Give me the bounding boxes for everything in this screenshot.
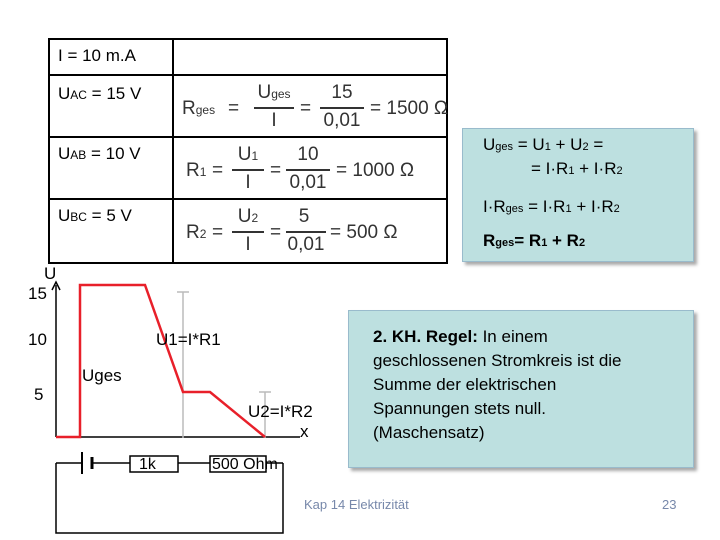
fraction-numerator: 15 bbox=[331, 82, 353, 103]
formula-rges: Rges = Uges I = 15 0,01 = 1500 Ω bbox=[174, 76, 449, 136]
y-axis-arrow bbox=[51, 280, 61, 291]
table-cell: I = 10 m.A bbox=[50, 40, 174, 74]
table-cell: UBC = 5 V bbox=[50, 200, 174, 262]
fraction-bar bbox=[286, 231, 326, 233]
voltage-curve bbox=[56, 283, 266, 439]
rule-line: 2. KH. Regel: In einem bbox=[373, 327, 548, 346]
fraction-denominator: I bbox=[245, 234, 251, 255]
resistor-2-label: 500 Ohm bbox=[212, 456, 278, 473]
formula-lhs: Rges bbox=[182, 98, 216, 119]
voltage-ac-label: UAC = 15 V bbox=[58, 84, 142, 103]
fraction-denominator: I bbox=[245, 172, 251, 193]
formula-r2: R2 = U2 I = 5 0,01 = 500 Ω bbox=[174, 200, 446, 262]
equation-line-result: Rges= R1 + R2 bbox=[483, 231, 586, 250]
voltage-bc-label: UBC = 5 V bbox=[58, 206, 132, 225]
fraction-bar bbox=[232, 169, 264, 171]
fraction-denominator: 0,01 bbox=[323, 110, 361, 131]
equals-sign: = bbox=[212, 222, 224, 243]
equation-line: Uges = U1 + U2 = bbox=[483, 135, 604, 154]
fraction-bar bbox=[232, 231, 264, 233]
kirchhoff-rule-box: 2. KH. Regel: In einem geschlossenen Str… bbox=[348, 310, 694, 468]
rule-line: Spannungen stets null. bbox=[373, 399, 546, 418]
fraction-numerator: 5 bbox=[298, 206, 310, 227]
series-resistance-box: Uges = U1 + U2 = = I·R1 + I·R2 I·Rges = … bbox=[462, 128, 694, 262]
formula-table: I = 10 m.A UAC = 15 V Rges = Uges I = 15… bbox=[48, 38, 448, 264]
x-axis-label: x bbox=[300, 422, 309, 441]
u2-label: U2=I*R2 bbox=[248, 402, 313, 421]
formula-lhs: R2 bbox=[186, 222, 207, 243]
page-number: 23 bbox=[662, 497, 677, 512]
fraction-numerator: U1 bbox=[237, 144, 259, 165]
fraction-denominator: 0,01 bbox=[289, 172, 327, 193]
u1-label: U1=I*R1 bbox=[156, 330, 221, 349]
fraction-numerator: 10 bbox=[297, 144, 319, 165]
y-axis-label: U bbox=[44, 264, 57, 283]
fraction-bar bbox=[254, 107, 294, 109]
fraction-numerator: U2 bbox=[237, 206, 259, 227]
formula-r1: R1 = U1 I = 10 0,01 = 1000 Ω bbox=[174, 138, 446, 198]
formula-result: = 1000 Ω bbox=[336, 160, 415, 181]
table-row: I = 10 m.A bbox=[50, 40, 446, 76]
fraction-denominator: I bbox=[271, 110, 277, 131]
table-row: UBC = 5 V R2 = U2 I = 5 0,01 = 500 Ω bbox=[50, 200, 446, 262]
equals-sign: = bbox=[270, 222, 282, 243]
equation-line: I·Rges = I·R1 + I·R2 bbox=[483, 197, 620, 216]
resistor-1 bbox=[129, 455, 179, 473]
formula-lhs: R1 bbox=[186, 160, 207, 181]
resistor-1-label: 1k bbox=[139, 456, 156, 473]
tick-label: 5 bbox=[34, 385, 44, 404]
table-row: UAB = 10 V R1 = U1 I = 10 0,01 = 1000 Ω bbox=[50, 138, 446, 200]
rule-line: (Maschensatz) bbox=[373, 423, 485, 442]
equals-sign: = bbox=[300, 98, 312, 119]
fraction-denominator: 0,01 bbox=[287, 234, 325, 255]
equals-sign: = bbox=[212, 160, 224, 181]
table-cell: UAB = 10 V bbox=[50, 138, 174, 198]
circuit-wire bbox=[55, 463, 284, 534]
tick-label: 15 bbox=[28, 284, 47, 303]
table-row: UAC = 15 V Rges = Uges I = 15 0,01 = 150… bbox=[50, 76, 449, 138]
rule-line: geschlossenen Stromkreis ist die bbox=[373, 351, 622, 370]
rule-line: Summe der elektrischen bbox=[373, 375, 557, 394]
fraction-bar bbox=[286, 169, 330, 171]
footer-title: Kap 14 Elektrizität bbox=[304, 497, 409, 512]
current-label: I = 10 m.A bbox=[58, 46, 136, 65]
equals-sign: = bbox=[228, 98, 240, 119]
voltage-ab-label: UAB = 10 V bbox=[58, 144, 141, 163]
uges-label: Uges bbox=[82, 366, 122, 385]
formula-result: = 500 Ω bbox=[330, 222, 398, 243]
formula-result: = 1500 Ω bbox=[370, 98, 449, 119]
equation-line: = I·R1 + I·R2 bbox=[531, 159, 623, 178]
fraction-numerator: Uges bbox=[257, 82, 291, 103]
tick-label: 10 bbox=[28, 330, 47, 349]
fraction-bar bbox=[320, 107, 364, 109]
table-cell: UAC = 15 V bbox=[50, 76, 174, 136]
resistor-2 bbox=[209, 455, 267, 473]
equals-sign: = bbox=[270, 160, 282, 181]
